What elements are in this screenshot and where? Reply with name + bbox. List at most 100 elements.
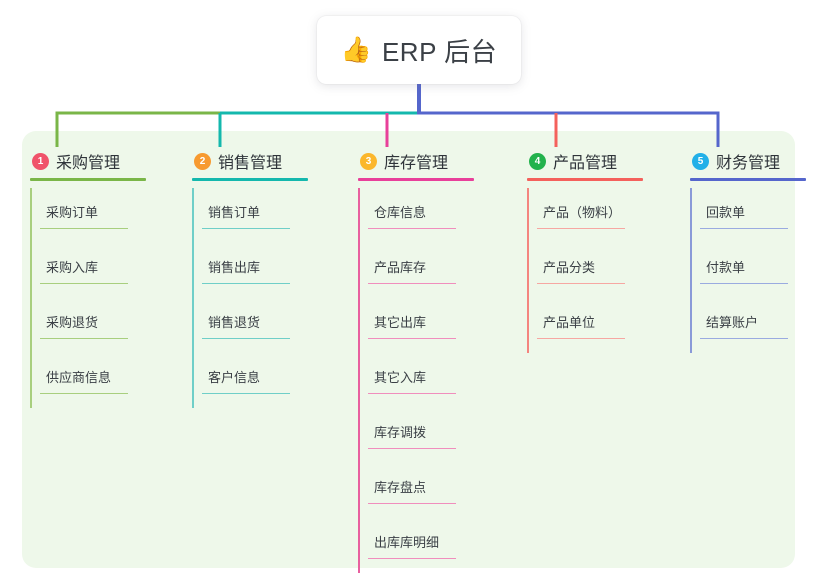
list-item-rule [368, 503, 456, 505]
list-item-label: 采购退货 [46, 315, 99, 330]
column-title: 销售管理 [218, 155, 283, 172]
column-2: 2 销售管理销售订单销售出库销售退货客户信息 [184, 145, 308, 408]
list-item[interactable]: 采购退货 [40, 298, 142, 353]
column-badge-5: 5 [692, 152, 709, 170]
column-rule [30, 178, 146, 181]
column-header-5[interactable]: 5 财务管理 [682, 145, 802, 177]
column-header-1[interactable]: 1 采购管理 [22, 145, 142, 177]
list-item-rule [700, 283, 788, 285]
list-item-label: 出库库明细 [374, 535, 440, 550]
column-badge-1: 1 [32, 152, 49, 170]
column-rule [192, 178, 308, 181]
list-item-label: 结算账户 [706, 315, 759, 330]
column-spine [30, 188, 32, 408]
list-item-rule [40, 338, 128, 340]
list-item[interactable]: 采购入库 [40, 243, 142, 298]
page-title: ERP 后台 [381, 36, 498, 67]
column-4: 4 产品管理产品（物料） 产品分类产品单位 [519, 145, 643, 353]
list-item-label: 供应商信息 [46, 370, 112, 385]
list-item-label: 产品（物料） [543, 205, 622, 220]
column-title: 财务管理 [716, 155, 781, 172]
list-item-rule [202, 228, 290, 230]
list-item-label: 采购订单 [46, 205, 99, 220]
background-panel [22, 131, 795, 568]
column-header-3[interactable]: 3 库存管理 [350, 145, 470, 177]
list-item-rule [368, 228, 456, 230]
column-rule [527, 178, 643, 181]
column-header-2[interactable]: 2 销售管理 [184, 145, 304, 177]
list-item-label: 销售出库 [208, 260, 261, 275]
list-item[interactable]: 回款单 [700, 188, 802, 243]
list-item[interactable]: 库存调拨 [368, 408, 470, 463]
list-item-label: 其它入库 [374, 370, 427, 385]
column-spine [527, 188, 529, 353]
list-item-rule [700, 338, 788, 340]
list-item-label: 仓库信息 [374, 205, 427, 220]
column-spine [690, 188, 692, 353]
list-item[interactable]: 产品分类 [537, 243, 639, 298]
list-item-label: 采购入库 [46, 260, 99, 275]
column-badge-3: 3 [360, 152, 377, 170]
list-item[interactable]: 客户信息 [202, 353, 304, 408]
column-spine [192, 188, 194, 408]
column-items: 采购订单采购入库采购退货供应商信息 [22, 188, 142, 408]
column-title: 采购管理 [56, 155, 121, 172]
list-item-rule [40, 393, 128, 395]
list-item-rule [40, 228, 128, 230]
list-item-label: 其它出库 [374, 315, 427, 330]
list-item[interactable]: 供应商信息 [40, 353, 142, 408]
list-item-rule [40, 283, 128, 285]
list-item[interactable]: 产品单位 [537, 298, 639, 353]
list-item-rule [202, 393, 290, 395]
column-badge-2: 2 [194, 152, 211, 170]
list-item-rule [368, 338, 456, 340]
list-item[interactable]: 出库库明细 [368, 518, 470, 573]
column-rule [690, 178, 806, 181]
list-item-label: 产品库存 [374, 260, 427, 275]
list-item-label: 销售退货 [208, 315, 261, 330]
list-item[interactable]: 其它出库 [368, 298, 470, 353]
list-item-label: 产品分类 [543, 260, 596, 275]
list-item[interactable]: 采购订单 [40, 188, 142, 243]
list-item-rule [368, 393, 456, 395]
list-item-rule [202, 338, 290, 340]
column-5: 5 财务管理回款单付款单结算账户 [682, 145, 806, 353]
list-item[interactable]: 付款单 [700, 243, 802, 298]
list-item-rule [537, 228, 625, 230]
list-item-label: 产品单位 [543, 315, 596, 330]
list-item-rule [202, 283, 290, 285]
list-item-rule [700, 228, 788, 230]
column-rule [358, 178, 474, 181]
column-items: 销售订单销售出库销售退货客户信息 [184, 188, 304, 408]
list-item-label: 库存调拨 [374, 425, 427, 440]
column-items: 回款单付款单结算账户 [682, 188, 802, 353]
column-items: 仓库信息产品库存其它出库其它入库库存调拨库存盘点出库库明细 [350, 188, 470, 573]
list-item[interactable]: 销售退货 [202, 298, 304, 353]
list-item[interactable]: 产品库存 [368, 243, 470, 298]
list-item-rule [368, 448, 456, 450]
list-item-rule [537, 338, 625, 340]
list-item-rule [368, 283, 456, 285]
list-item-rule [368, 558, 456, 560]
list-item-label: 销售订单 [208, 205, 261, 220]
list-item[interactable]: 销售订单 [202, 188, 304, 243]
column-title: 库存管理 [384, 155, 449, 172]
list-item[interactable]: 库存盘点 [368, 463, 470, 518]
list-item-rule [537, 283, 625, 285]
thumbs-up-icon: 👍 [340, 35, 372, 64]
list-item[interactable]: 仓库信息 [368, 188, 470, 243]
column-title: 产品管理 [553, 155, 618, 172]
list-item-label: 付款单 [706, 260, 746, 275]
list-item[interactable]: 其它入库 [368, 353, 470, 408]
list-item[interactable]: 结算账户 [700, 298, 802, 353]
column-badge-4: 4 [529, 152, 546, 170]
column-spine [358, 188, 360, 573]
list-item-label: 回款单 [706, 205, 746, 220]
column-items: 产品（物料） 产品分类产品单位 [519, 188, 639, 353]
column-3: 3 库存管理仓库信息产品库存其它出库其它入库库存调拨库存盘点出库库明细 [350, 145, 474, 573]
root-title-card[interactable]: 👍 ERP 后台 [317, 16, 521, 84]
list-item[interactable]: 销售出库 [202, 243, 304, 298]
column-header-4[interactable]: 4 产品管理 [519, 145, 639, 177]
list-item[interactable]: 产品（物料） [537, 188, 639, 243]
